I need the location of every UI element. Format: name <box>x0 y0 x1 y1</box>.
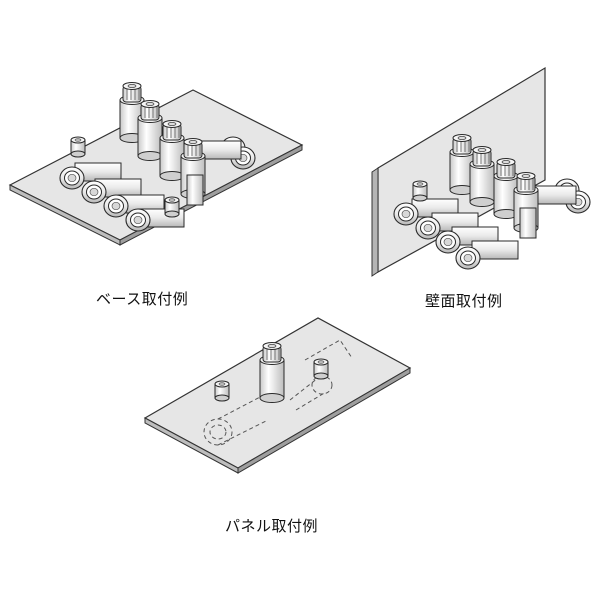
wall-manifold-assembly <box>393 134 591 270</box>
base-mounting-example <box>8 82 304 246</box>
wall-mounting-example <box>371 66 591 277</box>
panel-mounting-example <box>143 317 412 474</box>
base-manifold-assembly <box>59 82 256 232</box>
wall-mounting-caption: 壁面取付例 <box>425 292 503 310</box>
base-mounting-caption: ベース取付例 <box>96 290 189 308</box>
panel-hidden-parts <box>203 339 353 446</box>
panel-mounting-caption: パネル取付例 <box>225 517 319 535</box>
